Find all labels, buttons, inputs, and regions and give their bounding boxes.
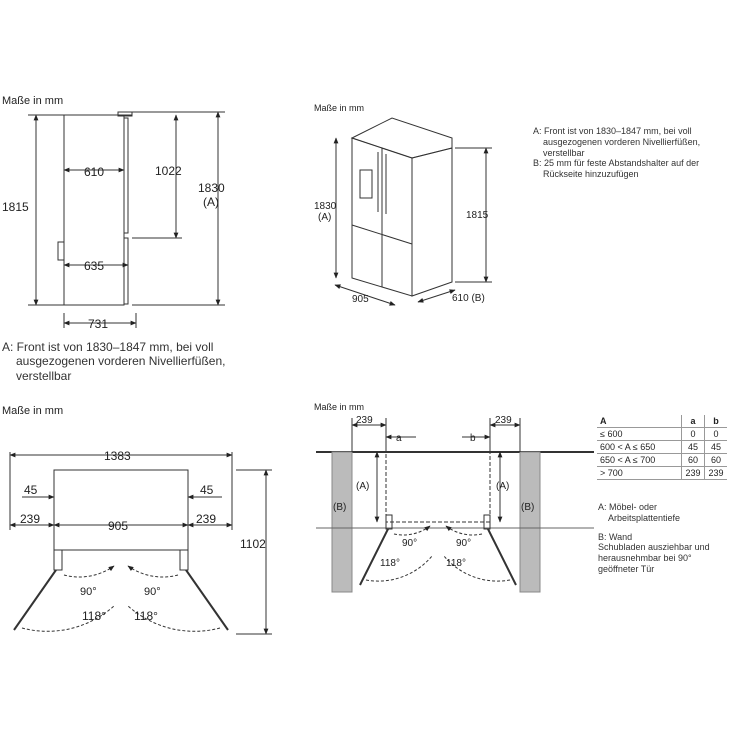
table-row: > 700 239 239 [597, 466, 727, 480]
niche-angle-90-right: 90° [456, 538, 471, 549]
side-view [28, 111, 225, 328]
top-dim-1383: 1383 [104, 449, 131, 463]
table-cell: 239 [704, 466, 727, 480]
niche-angle-118-left: 118° [380, 558, 400, 569]
top-body [53, 469, 189, 551]
top-dim-239-right: 239 [196, 512, 216, 526]
top-angle-118-right: 118° [134, 609, 158, 623]
table-row: 600 < A ≤ 650 45 45 [597, 440, 727, 454]
iso-dispenser [359, 169, 373, 199]
top-dim-239-left: 239 [20, 512, 40, 526]
table-cell: ≤ 600 [597, 427, 682, 441]
fridge-side-handle [57, 241, 65, 261]
iso-dim-610: 610 (B) [452, 293, 485, 304]
niche-table-header: A [597, 415, 682, 428]
table-cell: 0 [704, 427, 727, 441]
niche-left-wall [331, 451, 353, 593]
niche-note-b4: geöffneter Tür [598, 563, 655, 574]
iso-note-b2: Rückseite hinzuzufügen [543, 169, 639, 180]
niche-ref-b-right: (B) [521, 502, 534, 513]
niche-right-wall [519, 451, 541, 593]
side-note-line2: ausgezogenen vorderen Nivellierfüßen, [16, 354, 226, 369]
iso-dim-line-905 [334, 284, 396, 306]
top-dim-45-left: 45 [24, 483, 38, 497]
niche-depth-table: A a b ≤ 600 0 0 600 < A ≤ 650 45 45 650 … [597, 415, 727, 480]
fridge-side-door-upper [123, 117, 129, 234]
niche-table-header: a [681, 415, 705, 428]
niche-note-b1: B: Wand [598, 531, 633, 542]
iso-dim-1830-ref: (A) [318, 212, 331, 223]
side-note-line3: verstellbar [16, 368, 72, 383]
niche-note-a2: Arbeitsplattentiefe [608, 512, 681, 523]
table-cell: 0 [681, 427, 705, 441]
top-view-title: Maße in mm [2, 405, 63, 417]
iso-top-face [350, 117, 453, 159]
table-cell: 45 [681, 440, 705, 454]
side-dim-610: 610 [84, 165, 104, 179]
iso-note-b1: B: 25 mm für feste Abstandshalter auf de… [533, 158, 700, 169]
iso-note-a2: ausgezogenen vorderen Nivellierfüßen, [543, 136, 701, 147]
table-cell: 650 < A ≤ 700 [597, 453, 682, 467]
niche-angle-118-right: 118° [446, 558, 466, 569]
niche-view-notes: A: Möbel- oder Arbeitsplattentiefe B: Wa… [598, 502, 710, 575]
table-cell: 239 [681, 466, 705, 480]
top-angle-90-left: 90° [80, 586, 97, 598]
iso-view-notes: A: Front ist von 1830–1847 mm, bei voll … [533, 126, 700, 180]
table-cell: 600 < A ≤ 650 [597, 440, 682, 454]
table-row: 650 < A ≤ 700 60 60 [597, 453, 727, 467]
top-dim-45-right: 45 [200, 483, 214, 497]
niche-table-header-row: A a b [597, 415, 727, 428]
table-cell: 60 [704, 453, 727, 467]
top-dim-905: 905 [108, 519, 128, 533]
niche-ref-b-left: (B) [333, 502, 346, 513]
niche-table-header: b [704, 415, 727, 428]
niche-ref-a-left: (A) [356, 481, 369, 492]
niche-note-b3: herausnehmbar bei 90° [598, 553, 692, 564]
side-view-title: Maße in mm [2, 95, 63, 107]
side-dim-1022: 1022 [155, 164, 182, 178]
table-cell: 60 [681, 453, 705, 467]
iso-dim-1830: 1830 [314, 201, 337, 212]
iso-view-title: Maße in mm [314, 103, 364, 113]
niche-dim-239-right: 239 [495, 415, 512, 426]
top-dim-1102: 1102 [240, 537, 266, 551]
side-dim-1815: 1815 [2, 200, 29, 214]
top-angle-90-right: 90° [144, 586, 161, 598]
niche-view [316, 418, 594, 593]
table-cell: > 700 [597, 466, 682, 480]
iso-note-a3: verstellbar [543, 147, 585, 158]
side-dim-1830: 1830 [198, 181, 225, 195]
side-dim-635: 635 [84, 259, 104, 273]
fridge-side-body [63, 114, 125, 306]
iso-view [333, 117, 492, 306]
top-right-door [185, 569, 229, 631]
side-dim-1830-ref: (A) [203, 195, 219, 209]
top-left-door [13, 569, 57, 631]
top-angle-118-left: 118° [82, 609, 106, 623]
niche-label-b: b [470, 433, 476, 444]
iso-note-a1: A: Front ist von 1830–1847 mm, bei voll [533, 126, 692, 136]
iso-dim-905: 905 [352, 294, 369, 305]
top-view [9, 452, 272, 635]
niche-label-a: a [396, 433, 402, 444]
table-cell: 45 [704, 440, 727, 454]
niche-note-b2: Schubladen ausziehbar und [598, 542, 710, 553]
side-dim-731: 731 [88, 317, 108, 331]
niche-ref-a-right: (A) [496, 481, 509, 492]
iso-side-face [411, 147, 453, 297]
niche-angle-90-left: 90° [402, 538, 417, 549]
side-note-line1: A: Front ist von 1830–1847 mm, bei voll [2, 340, 214, 354]
iso-dim-line-610 [417, 289, 456, 303]
iso-dim-1815: 1815 [466, 210, 489, 221]
fridge-side-hinge [117, 111, 133, 117]
niche-note-a1: A: Möbel- oder [598, 502, 658, 512]
fridge-side-door-lower [123, 237, 129, 305]
niche-dim-239-left: 239 [356, 415, 373, 426]
table-row: ≤ 600 0 0 [597, 427, 727, 441]
niche-view-title: Maße in mm [314, 402, 364, 412]
side-view-note: A: Front ist von 1830–1847 mm, bei voll … [2, 340, 225, 383]
